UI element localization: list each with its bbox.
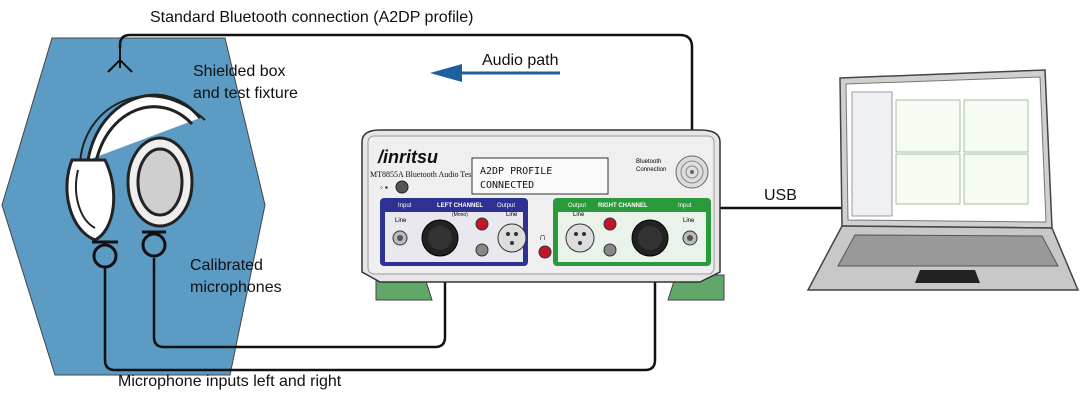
audio-path-label: Audio path bbox=[482, 52, 559, 69]
left-input-label: Input bbox=[398, 203, 412, 209]
display-line-1: A2DP PROFILE bbox=[480, 166, 552, 177]
display-line-2: CONNECTED bbox=[480, 180, 534, 191]
left-line-in-label: Line bbox=[395, 218, 407, 224]
left-channel-panel: Input LEFT CHANNEL Output (Mono) Line Li… bbox=[380, 198, 528, 266]
left-channel-title: LEFT CHANNEL bbox=[437, 203, 483, 209]
left-grey-button bbox=[475, 243, 489, 257]
calibrated-mics-label-2: microphones bbox=[190, 279, 282, 296]
right-channel-panel: Output RIGHT CHANNEL Input Line Line bbox=[553, 198, 711, 266]
left-line-out-label: Line bbox=[506, 212, 518, 218]
right-grey-button bbox=[603, 243, 617, 257]
bt-label-1: Bluetooth bbox=[636, 159, 661, 165]
right-output-label: Output bbox=[568, 203, 586, 209]
svg-text:◦ ▪: ◦ ▪ bbox=[380, 183, 388, 192]
lcd-display bbox=[471, 157, 609, 195]
headphone-jack bbox=[538, 245, 552, 259]
mic-cable-right bbox=[103, 252, 657, 372]
bluetooth-connector-icon bbox=[675, 155, 709, 189]
device-model: MT8855A Bluetooth Audio Test Set bbox=[370, 170, 487, 179]
left-output-label: Output bbox=[497, 203, 515, 209]
microphone-left-icon bbox=[92, 240, 118, 269]
audio-path-arrow bbox=[430, 64, 560, 82]
test-set-device: /inritsu MT8855A Bluetooth Audio Test Se… bbox=[361, 129, 721, 283]
right-output-xlr bbox=[565, 223, 595, 253]
antenna-icon bbox=[107, 48, 133, 73]
bt-label-2: Connection bbox=[636, 167, 666, 173]
right-channel-title: RIGHT CHANNEL bbox=[598, 203, 648, 209]
shielded-box-label-1: Shielded box bbox=[193, 63, 286, 80]
microphone-right-icon bbox=[141, 230, 167, 258]
left-red-button bbox=[475, 217, 489, 231]
mic-inputs-label: Microphone inputs left and right bbox=[118, 373, 342, 390]
svg-text:∩: ∩ bbox=[539, 232, 546, 243]
calibrated-mics-label-1: Calibrated bbox=[190, 257, 263, 274]
right-line-out-label: Line bbox=[573, 212, 585, 218]
power-button bbox=[395, 180, 409, 194]
bluetooth-link-line bbox=[118, 33, 694, 170]
right-red-button bbox=[603, 217, 617, 231]
device-brand: /inritsu bbox=[377, 147, 438, 167]
usb-label: USB bbox=[764, 187, 797, 204]
left-output-xlr bbox=[497, 223, 527, 253]
headphones-icon bbox=[65, 93, 206, 242]
right-input-label: Input bbox=[678, 203, 692, 209]
laptop-icon bbox=[806, 69, 1080, 291]
right-line-in-label: Line bbox=[683, 218, 695, 224]
mic-cable-left bbox=[152, 250, 447, 349]
left-mono-label: (Mono) bbox=[452, 212, 468, 218]
bluetooth-connection-label: Standard Bluetooth connection (A2DP prof… bbox=[150, 9, 474, 26]
shielded-box-label-2: and test fixture bbox=[193, 85, 298, 102]
